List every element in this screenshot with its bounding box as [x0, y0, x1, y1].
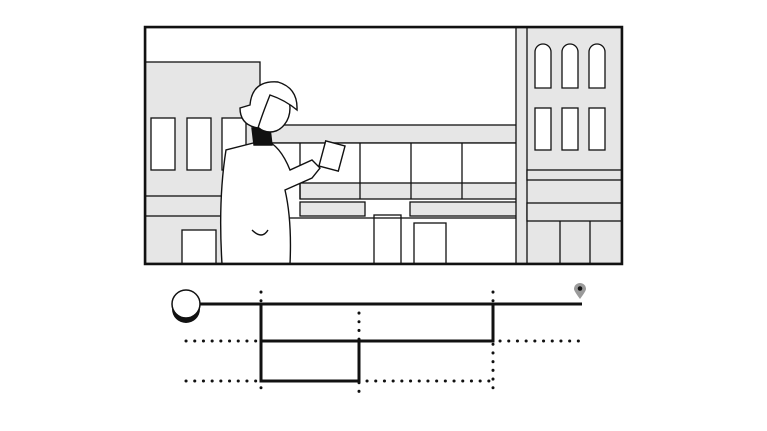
- route-lines: [198, 302, 582, 383]
- route-diagram: [171, 283, 586, 398]
- start-node-icon: [171, 289, 201, 323]
- dotted-guides: [184, 290, 582, 398]
- middle-building: [267, 124, 519, 264]
- street-scene: [145, 27, 622, 264]
- right-building: [515, 27, 622, 264]
- location-pin-icon: [574, 283, 586, 299]
- woman-reading-phone: [219, 81, 346, 264]
